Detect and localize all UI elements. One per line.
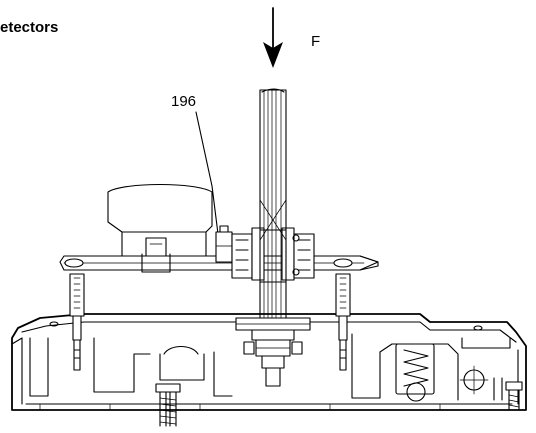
board-component [215, 225, 233, 263]
left-standoff [69, 273, 85, 371]
force-arrow [263, 7, 283, 68]
part-label-196: 196 [171, 93, 196, 110]
detector-bracket-left [231, 227, 265, 281]
base-right-well [351, 333, 511, 401]
corner-screw [505, 381, 523, 411]
right-standoff [335, 273, 351, 371]
base-spring [395, 343, 435, 402]
detector-bracket-right [281, 227, 315, 281]
shaft-base-fitting [235, 317, 311, 387]
actuator-shaft [259, 88, 287, 325]
connector-housing [107, 184, 213, 273]
section-heading: etectors [0, 19, 59, 36]
force-label: F [311, 33, 320, 50]
base-left-well [29, 337, 233, 397]
bottom-screw [155, 383, 181, 427]
